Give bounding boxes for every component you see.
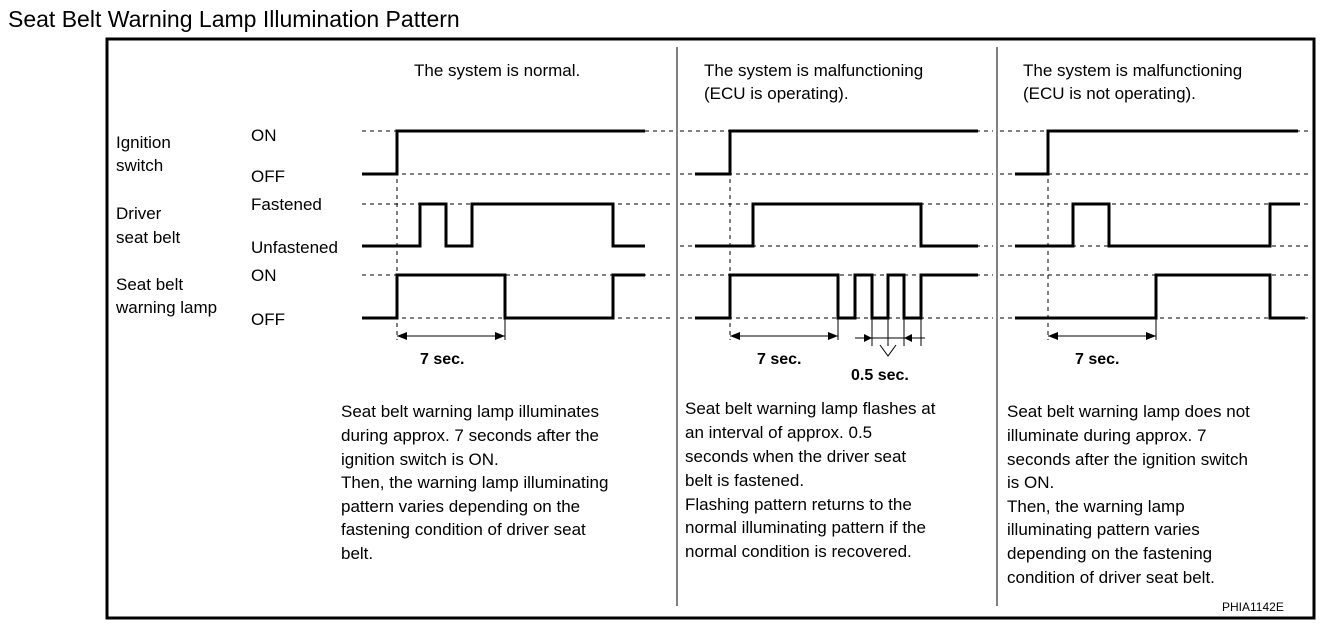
col2-description-line: Flashing pattern returns to the	[685, 495, 912, 514]
col3-description-line: is ON.	[1007, 473, 1054, 492]
col2-interval-arrow	[730, 318, 839, 340]
state-label-belt-fastened: Fastened	[251, 195, 322, 214]
row-label-belt-2: seat belt	[116, 228, 181, 247]
state-label-ignition-off: OFF	[251, 167, 285, 186]
col3-belt-waveform	[1015, 202, 1300, 248]
row-label-lamp-1: Seat belt	[116, 275, 183, 294]
diagram-frame	[105, 37, 1316, 620]
column-3-heading-1: The system is malfunctioning	[1023, 61, 1242, 80]
col1-description-line: fastening condition of driver seat	[341, 520, 586, 539]
col3-description-line: condition of driver seat belt.	[1007, 568, 1215, 587]
col2-interval-label: 7 sec.	[757, 351, 801, 368]
col1-description: Seat belt warning lamp illuminates durin…	[341, 402, 608, 563]
column-2-heading-2: (ECU is operating).	[704, 84, 849, 103]
col1-description-line: Then, the warning lamp illuminating	[341, 473, 608, 492]
col3-description-line: seconds after the ignition switch	[1007, 450, 1248, 469]
col1-ignition-waveform	[362, 129, 645, 176]
col3-description-line: illuminating pattern varies	[1007, 520, 1200, 539]
col3-interval-arrow	[1048, 318, 1157, 340]
page-title: Seat Belt Warning Lamp Illumination Patt…	[8, 6, 460, 32]
col1-interval-arrow	[397, 318, 506, 340]
col2-description-line: belt is fastened.	[685, 471, 804, 490]
col2-description-line: seconds when the driver seat	[685, 447, 906, 466]
col2-description-line: an interval of approx. 0.5	[685, 423, 872, 442]
col1-description-line: during approx. 7 seconds after the	[341, 426, 599, 445]
col2-lamp-waveform	[695, 273, 978, 320]
col1-belt-waveform	[362, 202, 645, 248]
column-1-heading: The system is normal.	[414, 61, 580, 80]
col3-ignition-waveform	[1015, 129, 1298, 176]
col3-description: Seat belt warning lamp does not illumina…	[1007, 402, 1250, 587]
col3-description-line: depending on the fastening	[1007, 544, 1212, 563]
col1-description-line: Seat belt warning lamp illuminates	[341, 402, 599, 421]
col2-belt-waveform	[695, 202, 978, 248]
state-label-belt-unfastened: Unfastened	[251, 238, 338, 257]
row-label-belt-1: Driver	[116, 204, 162, 223]
col1-description-line: belt.	[341, 544, 373, 563]
col3-description-line: Seat belt warning lamp does not	[1007, 402, 1250, 421]
col2-description-line: normal condition is recovered.	[685, 542, 912, 561]
col2-description: Seat belt warning lamp flashes at an int…	[685, 399, 936, 561]
state-label-lamp-on: ON	[251, 266, 277, 285]
col2-flash-interval-arrow	[855, 318, 925, 357]
row-label-ignition-2: switch	[116, 156, 163, 175]
column-3-heading-2: (ECU is not operating).	[1023, 84, 1196, 103]
col2-flash-label: 0.5 sec.	[851, 367, 909, 384]
column-2-heading-1: The system is malfunctioning	[704, 61, 923, 80]
col2-description-line: normal illuminating pattern if the	[685, 518, 926, 537]
col2-description-line: Seat belt warning lamp flashes at	[685, 399, 936, 418]
row-label-lamp-2: warning lamp	[115, 298, 217, 317]
figure-code: PHIA1142E	[1222, 600, 1284, 614]
col3-description-line: Then, the warning lamp	[1007, 497, 1185, 516]
col3-lamp-waveform	[1015, 273, 1305, 320]
col1-lamp-waveform	[362, 273, 645, 320]
col1-interval-label: 7 sec.	[420, 351, 464, 368]
col1-description-line: ignition switch is ON.	[341, 450, 499, 469]
col3-interval-label: 7 sec.	[1075, 351, 1119, 368]
row-label-ignition-1: Ignition	[116, 133, 171, 152]
state-label-ignition-on: ON	[251, 126, 277, 145]
col3-description-line: illuminate during approx. 7	[1007, 426, 1206, 445]
state-label-lamp-off: OFF	[251, 310, 285, 329]
col1-description-line: pattern varies depending on the	[341, 497, 580, 516]
col2-ignition-waveform	[695, 129, 978, 176]
